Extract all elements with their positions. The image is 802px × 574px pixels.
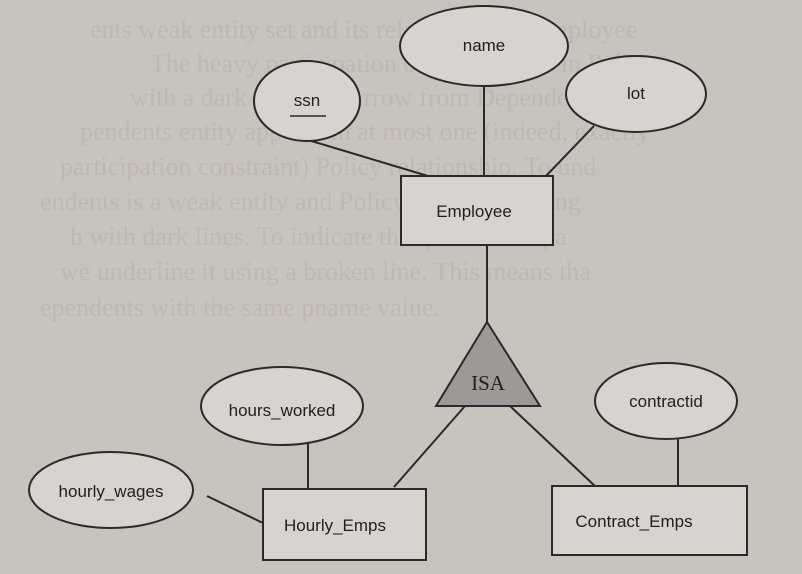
entity-hourly-emps-label: Hourly_Emps — [284, 516, 386, 535]
attribute-lot: lot — [565, 55, 707, 133]
svg-text:ependents with the same pname: ependents with the same pname value. — [40, 293, 440, 322]
attribute-ssn: ssn — [253, 60, 361, 142]
line-ssn-employee — [307, 139, 429, 177]
entity-hourly-emps: Hourly_Emps — [262, 488, 427, 561]
attribute-hours-worked-label: hours_worked — [229, 401, 336, 420]
attribute-contractid-label: contractid — [629, 392, 703, 411]
attribute-contractid: contractid — [594, 362, 738, 440]
attribute-lot-label: lot — [627, 84, 645, 103]
connector-lines — [206, 86, 679, 525]
line-hourlywages-hourly — [206, 495, 266, 525]
attribute-hours-worked: hours_worked — [200, 366, 364, 446]
entity-employee: Employee — [400, 175, 554, 246]
isa-triangle: ISA — [434, 320, 542, 407]
attribute-name-label: name — [463, 36, 506, 55]
attribute-hourly-wages: hourly_wages — [28, 451, 194, 529]
line-isa-hourly — [393, 405, 466, 488]
svg-text:pendents entity appears in at: pendents entity appears in at most one (… — [80, 117, 650, 146]
attribute-hourly-wages-label: hourly_wages — [59, 482, 164, 501]
entity-employee-label: Employee — [436, 202, 512, 221]
entity-contract-emps-label: Contract_Emps — [575, 512, 692, 531]
attribute-name: name — [399, 5, 569, 87]
line-lot-employee — [545, 125, 595, 177]
entity-contract-emps: Contract_Emps — [551, 485, 748, 556]
isa-label: ISA — [471, 371, 506, 395]
line-isa-contract — [509, 405, 597, 488]
attribute-ssn-label: ssn — [294, 91, 320, 110]
svg-text:we underline it using a broken: we underline it using a broken line. Thi… — [60, 257, 591, 286]
